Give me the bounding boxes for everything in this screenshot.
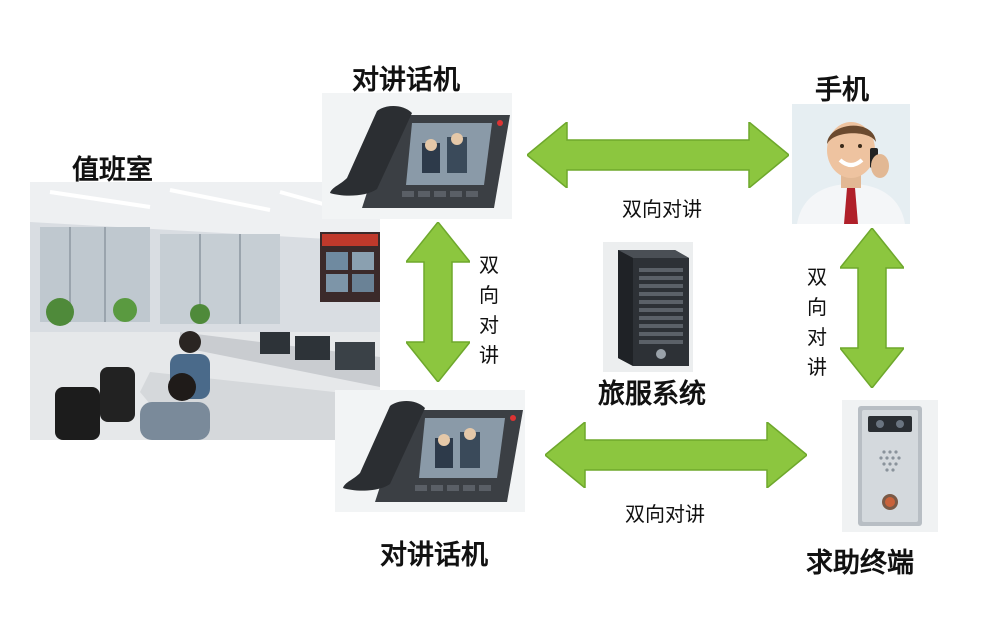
bottom-arrow-label: 双向对讲 xyxy=(625,502,705,526)
intercom-bottom-label: 对讲话机 xyxy=(380,540,488,571)
server-tower xyxy=(603,242,693,372)
arrow-right-vertical xyxy=(840,228,904,388)
left-arrow-label: 双向对讲 xyxy=(479,253,499,367)
phone-label: 手机 xyxy=(815,75,869,106)
duty-room-label: 值班室 xyxy=(72,155,153,186)
intercom-phone-bottom xyxy=(335,390,525,512)
arrow-bottom-horizontal xyxy=(545,422,807,488)
intercom-top-label: 对讲话机 xyxy=(352,65,460,96)
right-arrow-label: 双向对讲 xyxy=(807,265,827,379)
system-label: 旅服系统 xyxy=(598,379,706,410)
mobile-phone-user-photo xyxy=(792,104,910,224)
duty-room-photo xyxy=(30,182,380,440)
arrow-top-horizontal xyxy=(527,122,789,188)
arrow-left-vertical xyxy=(406,222,470,382)
help-terminal-device xyxy=(842,400,938,532)
intercom-phone-top xyxy=(322,93,512,219)
help-terminal-label: 求助终端 xyxy=(806,548,914,579)
top-arrow-label: 双向对讲 xyxy=(622,197,702,221)
